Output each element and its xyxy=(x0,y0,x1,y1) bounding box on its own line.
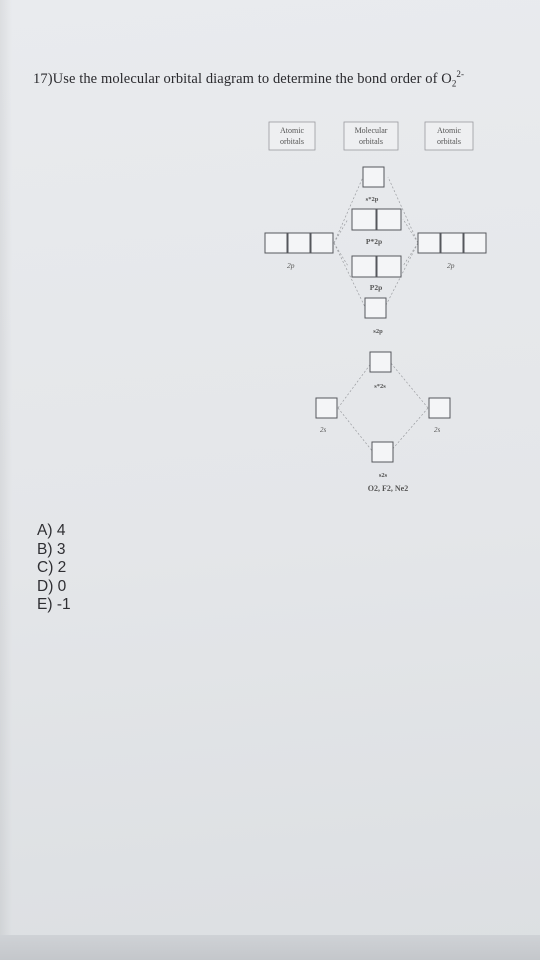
mo-pi-star-2p-boxes xyxy=(351,208,402,231)
label-2s-left: 2s xyxy=(320,426,327,434)
answer-option-a[interactable]: A) 4 xyxy=(37,522,71,541)
question-superscript: 2- xyxy=(456,69,465,79)
label-pi-2p: P2p xyxy=(370,283,383,292)
diagram-caption: O2, F2, Ne2 xyxy=(368,484,408,493)
mo-diagram: Atomic orbitals Molecular orbitals Atomi… xyxy=(264,121,487,493)
answer-option-c[interactable]: C) 2 xyxy=(37,559,71,578)
option-letter: A) xyxy=(37,522,53,539)
option-value: 2 xyxy=(57,559,67,577)
option-letter: C) xyxy=(37,559,54,577)
option-letter: B) xyxy=(37,540,53,558)
label-sigma-2s: s2s xyxy=(379,472,388,479)
atomic-2p-right-boxes xyxy=(417,232,487,254)
label-sigma-star-2p: s*2p xyxy=(366,196,379,203)
label-2p-right: 2p xyxy=(447,261,455,270)
header-atomic-left: Atomic orbitals xyxy=(268,121,316,151)
page-edge-shadow xyxy=(0,0,12,960)
question-text: 17)Use the molecular orbital diagram to … xyxy=(33,70,452,87)
header-molecular: Molecular orbitals xyxy=(343,121,399,151)
label-sigma-star-2s: s*2s xyxy=(374,383,386,390)
mo-sigma-star-2s-box xyxy=(369,351,392,373)
answer-option-d[interactable]: D) 0 xyxy=(37,578,71,597)
header-right-line1: Atomic xyxy=(437,126,461,135)
label-pi-star-2p: P*2p xyxy=(366,237,382,246)
header-atomic-right: Atomic orbitals xyxy=(424,121,474,151)
mo-sigma-star-2p-box xyxy=(362,166,385,188)
answer-option-b[interactable]: B) 3 xyxy=(37,541,71,560)
header-center-line2: orbitals xyxy=(359,137,383,146)
header-left-line2: orbitals xyxy=(280,137,304,146)
option-value: 3 xyxy=(56,540,66,558)
question-17: 17)Use the molecular orbital diagram to … xyxy=(33,69,540,89)
mo-pi-2p-boxes xyxy=(351,255,402,278)
label-sigma-2p: s2p xyxy=(373,328,383,335)
header-right-line2: orbitals xyxy=(437,137,461,146)
answer-option-e[interactable]: E) -1 xyxy=(37,596,71,615)
atomic-2p-left-boxes xyxy=(264,232,334,254)
header-left-line1: Atomic xyxy=(280,126,304,135)
atomic-2s-left-box xyxy=(315,397,338,419)
label-2s-right: 2s xyxy=(434,426,441,434)
correlation-lines-2s xyxy=(337,361,429,453)
header-center-line1: Molecular xyxy=(355,126,388,135)
label-2p-left: 2p xyxy=(287,261,295,270)
option-letter: D) xyxy=(37,577,54,595)
desk-surface xyxy=(0,935,540,960)
atomic-2s-right-box xyxy=(428,397,451,419)
answer-options: A) 4 B) 3 C) 2 D) 0 E) -1 xyxy=(37,522,71,615)
option-letter: E) xyxy=(37,596,53,614)
option-value: 4 xyxy=(56,522,66,539)
mo-sigma-2s-box xyxy=(371,441,394,463)
mo-sigma-2p-box xyxy=(364,297,387,319)
question-subscript: 2 xyxy=(451,78,457,89)
option-value: 0 xyxy=(57,577,67,595)
option-value: -1 xyxy=(56,596,71,614)
